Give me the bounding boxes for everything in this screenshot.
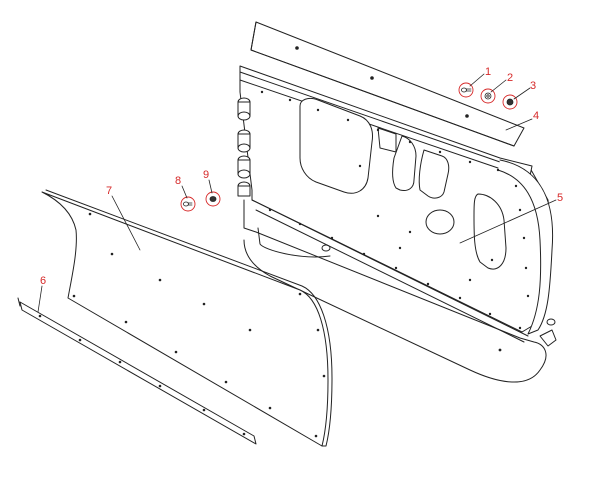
- blade-frame: [237, 65, 557, 383]
- bolt-icon: [461, 87, 472, 93]
- leader-lines: [37, 73, 557, 313]
- hinge-lugs: [237, 97, 251, 197]
- leader-2: [490, 79, 507, 93]
- leader-3: [513, 87, 531, 100]
- callout-6: 6: [40, 275, 47, 287]
- top-wear-strip: [250, 21, 525, 147]
- callout-3: 3: [530, 80, 537, 92]
- callout-4: 4: [533, 110, 540, 122]
- leader-7: [111, 195, 141, 251]
- leader-5: [459, 199, 557, 244]
- callout-8: 8: [175, 175, 182, 187]
- bolt-icon: [183, 201, 193, 207]
- bottom-cutting-edge: [17, 297, 257, 445]
- callout-2: 2: [507, 72, 514, 84]
- frame-holes: [260, 90, 530, 352]
- leader-9: [208, 179, 213, 194]
- callout-9: 9: [203, 169, 210, 181]
- moldboard-holes: [72, 212, 326, 438]
- leader-4: [505, 118, 533, 131]
- nut-icon: [209, 196, 217, 202]
- callout-1: 1: [485, 66, 492, 78]
- nut-icon: [506, 98, 514, 106]
- callout-5: 5: [557, 192, 564, 204]
- callout-7: 7: [106, 185, 113, 197]
- moldboard: [41, 189, 333, 447]
- washer-icon: [484, 92, 492, 100]
- leader-8: [181, 185, 188, 199]
- leader-1: [469, 73, 485, 87]
- leader-6: [37, 285, 43, 313]
- hardware-items: [180, 82, 518, 212]
